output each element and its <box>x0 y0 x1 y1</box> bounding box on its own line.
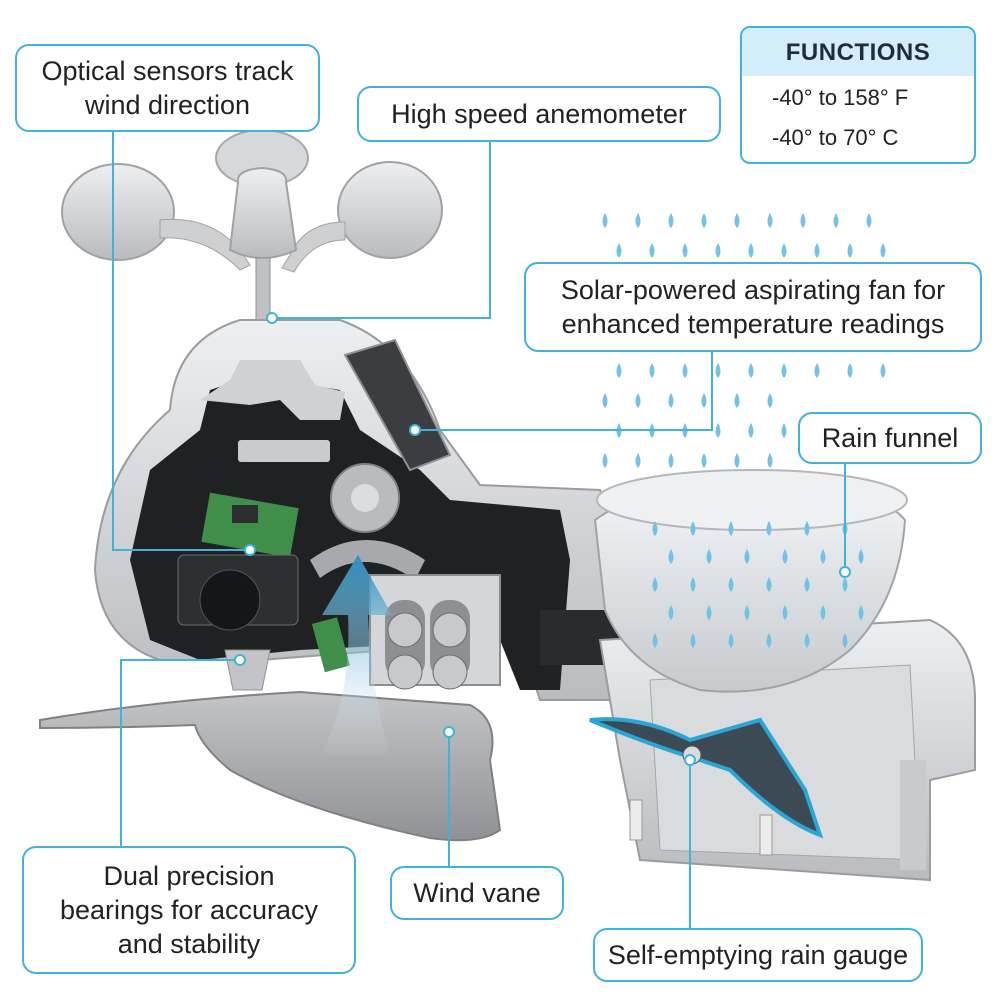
raindrop <box>668 605 674 620</box>
raindrop <box>616 243 622 258</box>
raindrop <box>820 605 826 620</box>
callout-rain-funnel: Rain funnel <box>798 412 982 464</box>
anemometer-cups <box>61 129 443 419</box>
raindrop <box>800 213 806 228</box>
callout-wind-vane: Wind vane <box>390 866 564 920</box>
callout-dual-bearings: Dual precision bearings for accuracy and… <box>22 846 356 974</box>
raindrop <box>728 521 734 536</box>
raindrop <box>781 243 787 258</box>
temp-range-fahrenheit: -40° to 158° F <box>772 85 909 110</box>
raindrop <box>728 577 734 592</box>
raindrop <box>744 549 750 564</box>
raindrop <box>814 243 820 258</box>
raindrop <box>820 549 826 564</box>
callout-anemometer: High speed anemometer <box>357 86 721 142</box>
raindrop <box>690 633 696 648</box>
raindrop <box>858 605 864 620</box>
raindrop <box>701 213 707 228</box>
raindrop <box>701 453 707 468</box>
raindrop <box>767 213 773 228</box>
raindrop <box>668 549 674 564</box>
raindrop <box>734 213 740 228</box>
functions-title: FUNCTIONS <box>742 28 974 76</box>
raindrop <box>690 577 696 592</box>
raindrop <box>668 453 674 468</box>
raindrop <box>668 213 674 228</box>
raindrop <box>602 453 608 468</box>
airflow-arrow <box>318 555 392 760</box>
raindrop <box>734 393 740 408</box>
raindrop <box>804 577 810 592</box>
raindrop <box>715 423 721 438</box>
raindrop <box>767 453 773 468</box>
raindrop <box>781 363 787 378</box>
callout-optical-sensors: Optical sensors track wind direction <box>15 44 320 132</box>
raindrop <box>635 453 641 468</box>
raindrop <box>767 393 773 408</box>
wind-vane <box>39 690 502 842</box>
raindrop <box>690 521 696 536</box>
raindrop <box>748 423 754 438</box>
raindrop <box>880 363 886 378</box>
raindrop <box>649 243 655 258</box>
raindrop <box>616 363 622 378</box>
functions-panel: FUNCTIONS -40° to 158° F -40° to 70° C <box>740 26 976 164</box>
raindrop <box>649 363 655 378</box>
raindrop <box>635 393 641 408</box>
raindrop <box>781 423 787 438</box>
raindrop <box>706 549 712 564</box>
callout-aspirating-fan: Solar-powered aspirating fan for enhance… <box>524 262 982 352</box>
raindrop <box>706 605 712 620</box>
temp-range-celsius: -40° to 70° C <box>772 125 899 150</box>
raindrop <box>748 243 754 258</box>
raindrop <box>748 363 754 378</box>
raindrop <box>728 633 734 648</box>
raindrop <box>847 243 853 258</box>
raindrop <box>715 243 721 258</box>
raindrop <box>602 213 608 228</box>
raindrop <box>734 453 740 468</box>
raindrop <box>766 577 772 592</box>
raindrops <box>602 213 886 648</box>
raindrop <box>668 393 674 408</box>
raindrop <box>652 521 658 536</box>
raindrop <box>652 633 658 648</box>
raindrop <box>682 243 688 258</box>
raindrop <box>814 363 820 378</box>
leader-lines <box>112 130 846 930</box>
leader-dots <box>234 312 851 766</box>
station-housing <box>93 319 660 701</box>
raindrop <box>880 243 886 258</box>
raindrop <box>782 605 788 620</box>
raindrop <box>858 549 864 564</box>
raindrop <box>842 577 848 592</box>
raindrop <box>847 363 853 378</box>
raindrop <box>833 213 839 228</box>
raindrop <box>842 633 848 648</box>
raindrop <box>782 549 788 564</box>
raindrop <box>744 605 750 620</box>
raindrop <box>682 363 688 378</box>
raindrop <box>766 521 772 536</box>
raindrop <box>652 577 658 592</box>
raindrop <box>804 521 810 536</box>
raindrop <box>715 363 721 378</box>
raindrop <box>766 633 772 648</box>
raindrop <box>701 393 707 408</box>
raindrop <box>804 633 810 648</box>
raindrop <box>602 393 608 408</box>
raindrop <box>635 213 641 228</box>
raindrop <box>866 213 872 228</box>
rain-funnel <box>593 469 908 693</box>
callout-rain-gauge: Self-emptying rain gauge <box>593 928 923 982</box>
